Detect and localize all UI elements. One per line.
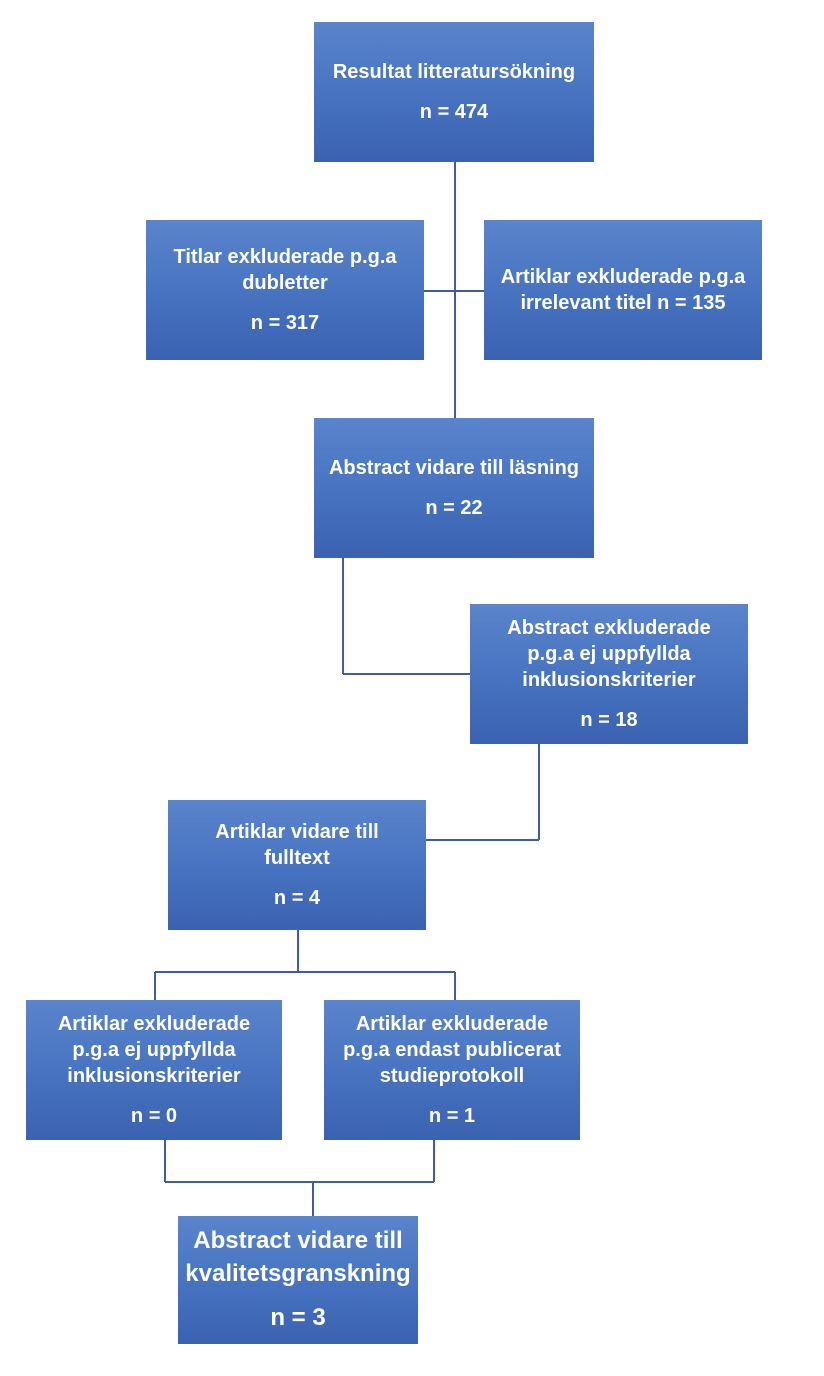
box-count: n = 4 xyxy=(273,887,321,909)
box-label: Artiklar vidare till fulltext xyxy=(215,821,379,869)
box-label: Artiklar exkluderade p.g.a irrelevant ti… xyxy=(500,266,746,314)
box-abstract-exkluderade: Abstract exkluderade p.g.a ej uppfyllda … xyxy=(470,604,748,744)
box-label: Abstract vidare till läsning xyxy=(328,457,580,479)
box-count: n = 317 xyxy=(250,312,320,334)
box-label: Abstract vidare till kvalitetsgranskning xyxy=(185,1227,411,1287)
box-label: Artiklar exkluderade p.g.a ej uppfyllda … xyxy=(57,1013,251,1087)
box-label: Resultat litteratursökning xyxy=(332,61,576,83)
box-count: n = 1 xyxy=(428,1105,476,1127)
box-label: Abstract exkluderade p.g.a ej uppfyllda … xyxy=(507,617,711,691)
box-count: n = 18 xyxy=(580,709,638,731)
box-abstract-vidare-kvalitetsgranskning: Abstract vidare till kvalitetsgranskning… xyxy=(178,1216,418,1344)
box-artiklar-exkluderade-studieprotokoll: Artiklar exkluderade p.g.a endast public… xyxy=(324,1000,580,1140)
box-artiklar-vidare-fulltext: Artiklar vidare till fulltext n = 4 xyxy=(168,800,426,930)
box-count: n = 0 xyxy=(130,1105,178,1127)
box-abstract-vidare-lasning: Abstract vidare till läsning n = 22 xyxy=(314,418,594,558)
box-artiklar-exkluderade-irrelevant: Artiklar exkluderade p.g.a irrelevant ti… xyxy=(484,220,762,360)
box-resultat-litteratursokning: Resultat litteratursökning n = 474 xyxy=(314,22,594,162)
box-titlar-exkluderade-dubletter: Titlar exkluderade p.g.a dubletter n = 3… xyxy=(146,220,424,360)
box-label: Artiklar exkluderade p.g.a endast public… xyxy=(343,1013,561,1087)
box-count: n = 22 xyxy=(425,497,483,519)
box-count: n = 3 xyxy=(270,1304,326,1332)
box-artiklar-exkluderade-inklusion: Artiklar exkluderade p.g.a ej uppfyllda … xyxy=(26,1000,282,1140)
box-label: Titlar exkluderade p.g.a dubletter xyxy=(173,246,397,294)
box-count: n = 474 xyxy=(419,101,489,123)
